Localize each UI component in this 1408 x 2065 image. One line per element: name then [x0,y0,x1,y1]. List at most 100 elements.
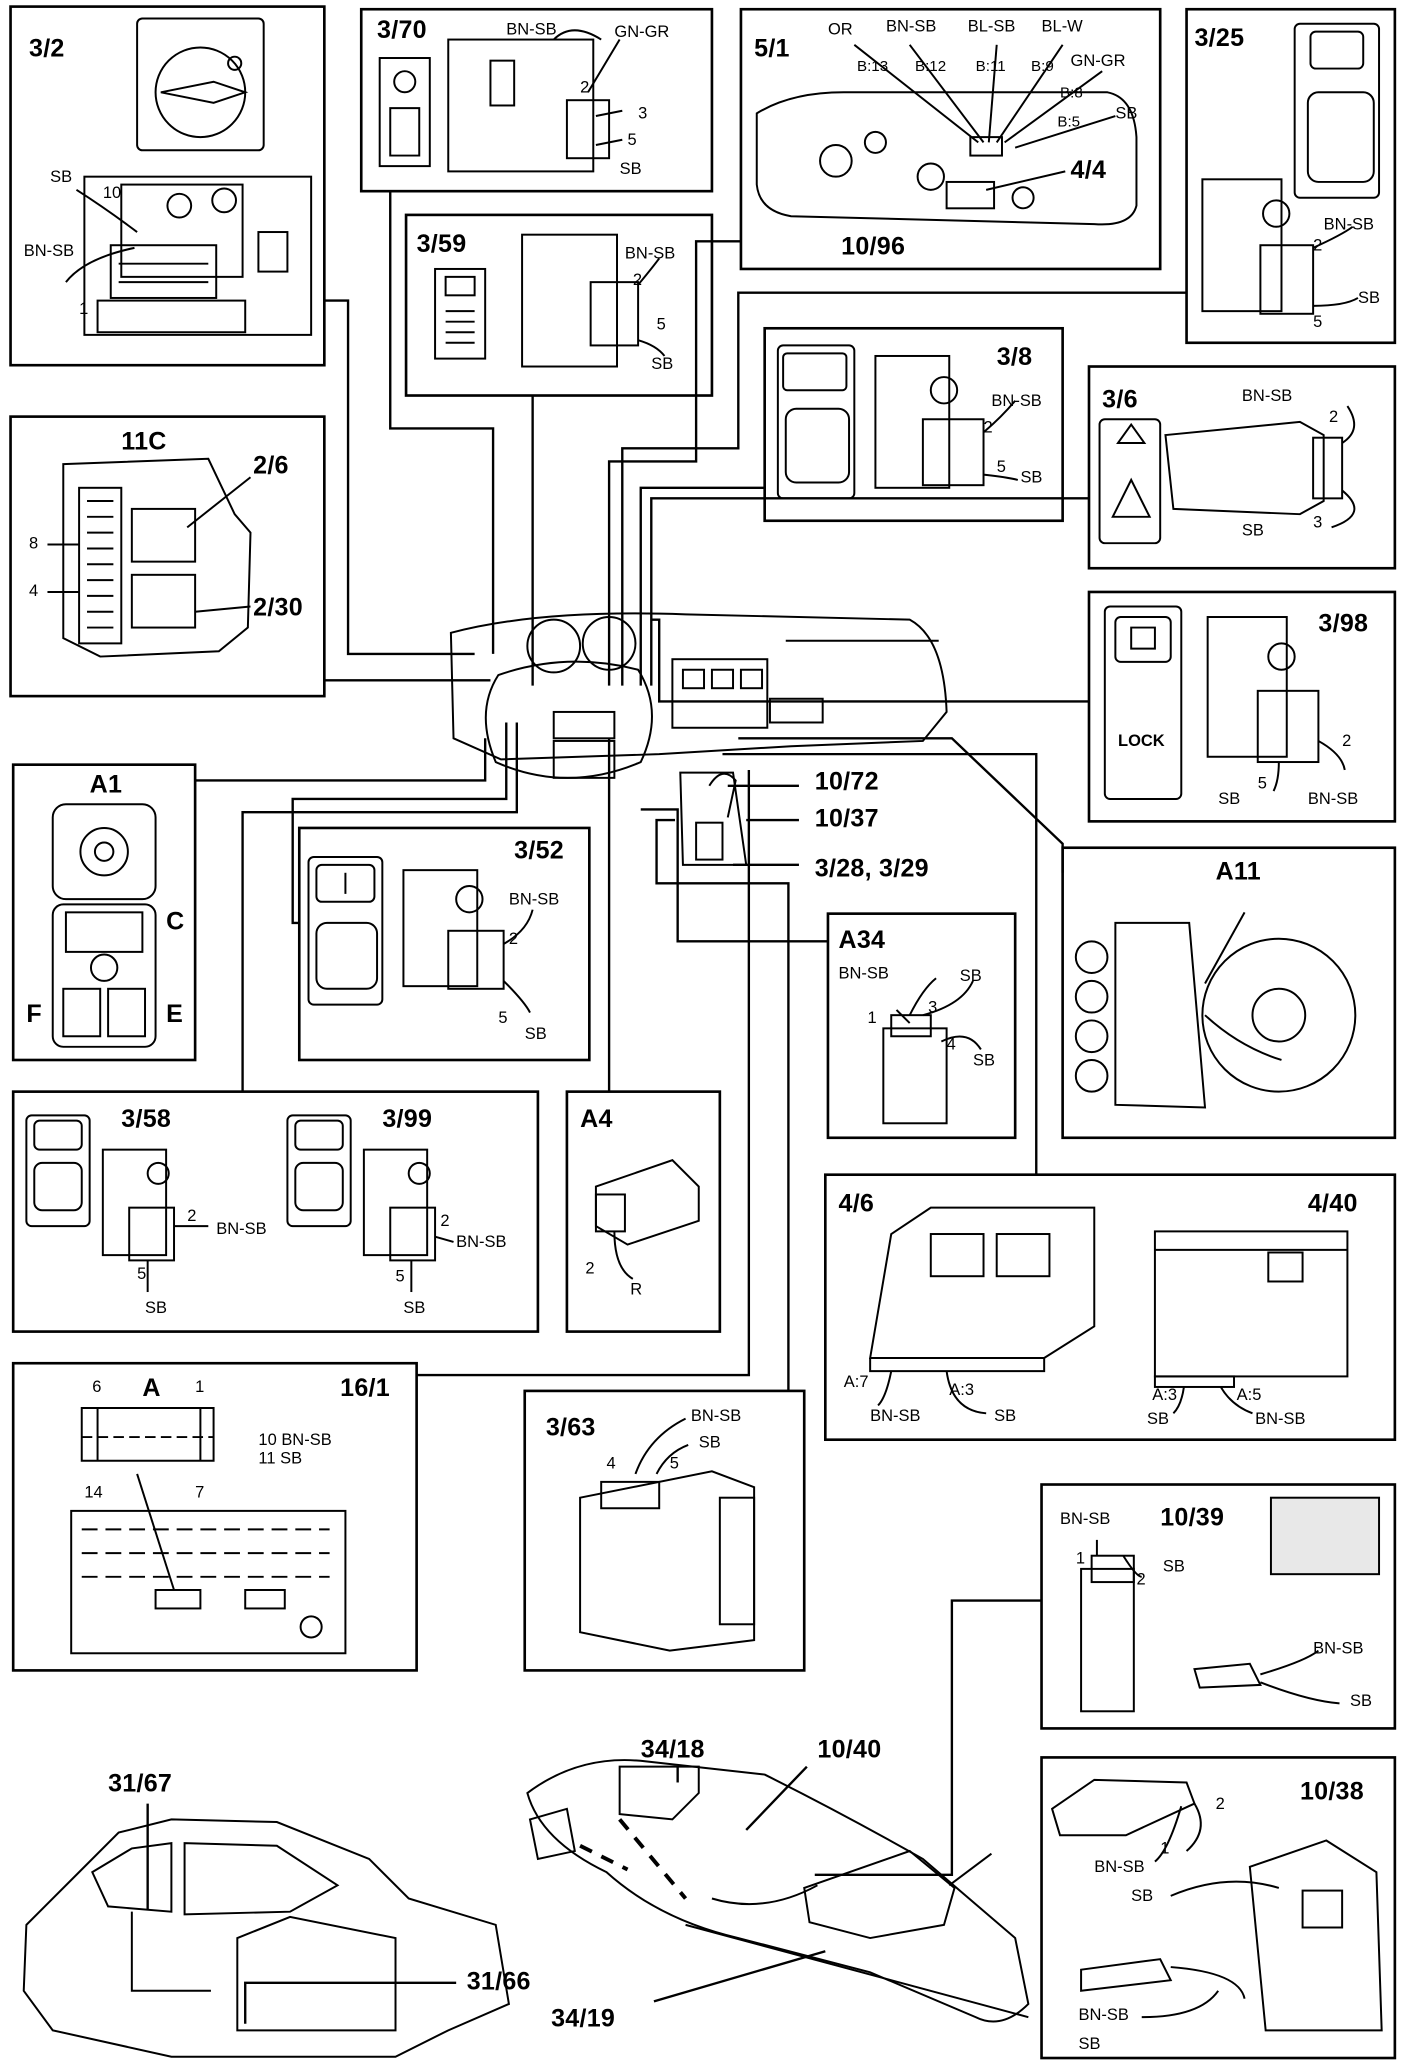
component-34-18-title: 34/18 [640,1736,705,1765]
lock-label: LOCK [1118,731,1165,751]
wire-label: BN-SB [1255,1409,1306,1428]
panel-a1 [11,763,197,1062]
wire-label: BL-SB [967,17,1016,36]
component-34-19-title: 34/19 [551,2005,616,2033]
pin-label: 5 [627,130,637,149]
pin-label: 14 [84,1483,103,1502]
panel-16-1 [11,1361,418,1672]
component-4-4-title: 4/4 [1070,156,1107,185]
pin-label: 5 [137,1264,147,1283]
pin-label: 2 [440,1211,450,1231]
wire-label: SB [959,966,982,985]
component-3-28-3-29-title: 3/28, 3/29 [814,855,929,884]
wire-label: GN-GR [614,22,670,41]
wire-label: BN-SB [1313,1638,1364,1658]
pin-label: 10 [102,183,122,202]
panel-3-25 [1185,7,1397,345]
pin-label: 2 [508,929,519,948]
wire-label: SB [972,1050,995,1070]
wire-label: BN-SB [1094,1857,1145,1877]
wire-label: BN-SB [624,243,676,263]
component-a4-title: A4 [580,1106,613,1134]
wire-label: BN-SB [1078,2005,1129,2024]
wire-label: SB [1115,104,1138,123]
connector-a-label: A [142,1375,161,1403]
wire-label: GN-GR [1070,51,1126,70]
pin-label: 1 [1160,1839,1170,1858]
panel-4-6-4-40 [824,1173,1397,1442]
panel-3-52 [297,826,591,1062]
component-3-99-title: 3/99 [382,1106,433,1134]
component-10-37-title: 10/37 [814,805,879,834]
wire-label: BN-SB [1059,1509,1111,1529]
wire-label: SB [1020,468,1043,487]
panel-11c [9,415,326,698]
component-a34-title: A34 [838,926,886,955]
pin-label: 2 [580,77,590,97]
pin-label: 7 [195,1483,205,1502]
wire-label: SB [1147,1409,1170,1428]
component-3-52-title: 3/52 [514,837,564,865]
component-10-38-title: 10/38 [1299,1778,1364,1807]
wire-label: SB [1078,2034,1101,2053]
component-3-8-title: 3/8 [996,344,1033,372]
pin-label: 5 [498,1008,508,1028]
wire-label: BN-SB [870,1406,921,1426]
wire-label: SB [1241,520,1264,540]
wire-label: SB [1218,789,1241,809]
wire-label: SB [145,1298,168,1318]
connector-f-label: F [26,1000,42,1029]
pin-label: B:12 [914,59,947,76]
pin-label: 6 [92,1377,102,1397]
wire-label: SB [698,1433,721,1452]
pin-label: 5 [395,1266,405,1286]
wire-label: BN-SB [991,391,1042,411]
component-4-40-title: 4/40 [1307,1190,1358,1219]
component-3-25-title: 3/25 [1194,25,1245,53]
pin-label: 8 [29,533,39,553]
panel-10-39 [1040,1483,1397,1730]
component-16-1-title: 16/1 [340,1375,390,1403]
pin-label: 5 [1313,312,1323,331]
panel-a11 [1061,846,1397,1140]
pin-label: B:11 [975,59,1006,76]
panel-3-63 [523,1389,806,1672]
component-3-58-title: 3/58 [121,1106,172,1134]
pin-label: 2 [983,417,993,437]
panel-a34 [826,912,1017,1140]
wire-label: BN-SB [690,1406,742,1426]
panel-3-98 [1087,590,1397,823]
pin-label: 2 [1342,731,1352,751]
pin-label: 2 [1313,235,1323,255]
pin-label: 2 [585,1259,595,1278]
panel-3-6 [1087,365,1397,570]
component-3-6-title: 3/6 [1102,386,1138,414]
wire-label: SB [1350,1691,1373,1710]
panel-3-2 [9,5,326,367]
panel-3-58-3-99 [11,1090,540,1333]
pin-label: A:3 [1152,1385,1178,1405]
wire-label: R [630,1280,643,1299]
component-2-6-title: 2/6 [253,452,289,480]
pin-label: 1 [1075,1549,1085,1568]
component-10-40-title: 10/40 [817,1736,882,1765]
pin-label: B:13 [856,59,889,76]
wire-label: SB [403,1298,426,1318]
pin-label: 4 [946,1034,956,1054]
wire-label: BN-SB [23,241,75,260]
connector-c-label: C [166,908,185,937]
wire-label: SB [524,1024,547,1043]
wire-label: BN-SB [1323,214,1375,234]
pin-label: A:5 [1236,1385,1262,1405]
pin-label: B:5 [1057,114,1081,131]
wire-label: SB [619,159,642,178]
wire-label: SB [1357,288,1380,308]
wire-label: SB [994,1406,1017,1426]
pin-label: 2 [1328,407,1339,426]
component-a11-title: A11 [1215,858,1261,886]
component-10-96-title: 10/96 [841,233,906,262]
pin-label: A:7 [843,1372,869,1391]
pin-label: 5 [1257,773,1267,793]
